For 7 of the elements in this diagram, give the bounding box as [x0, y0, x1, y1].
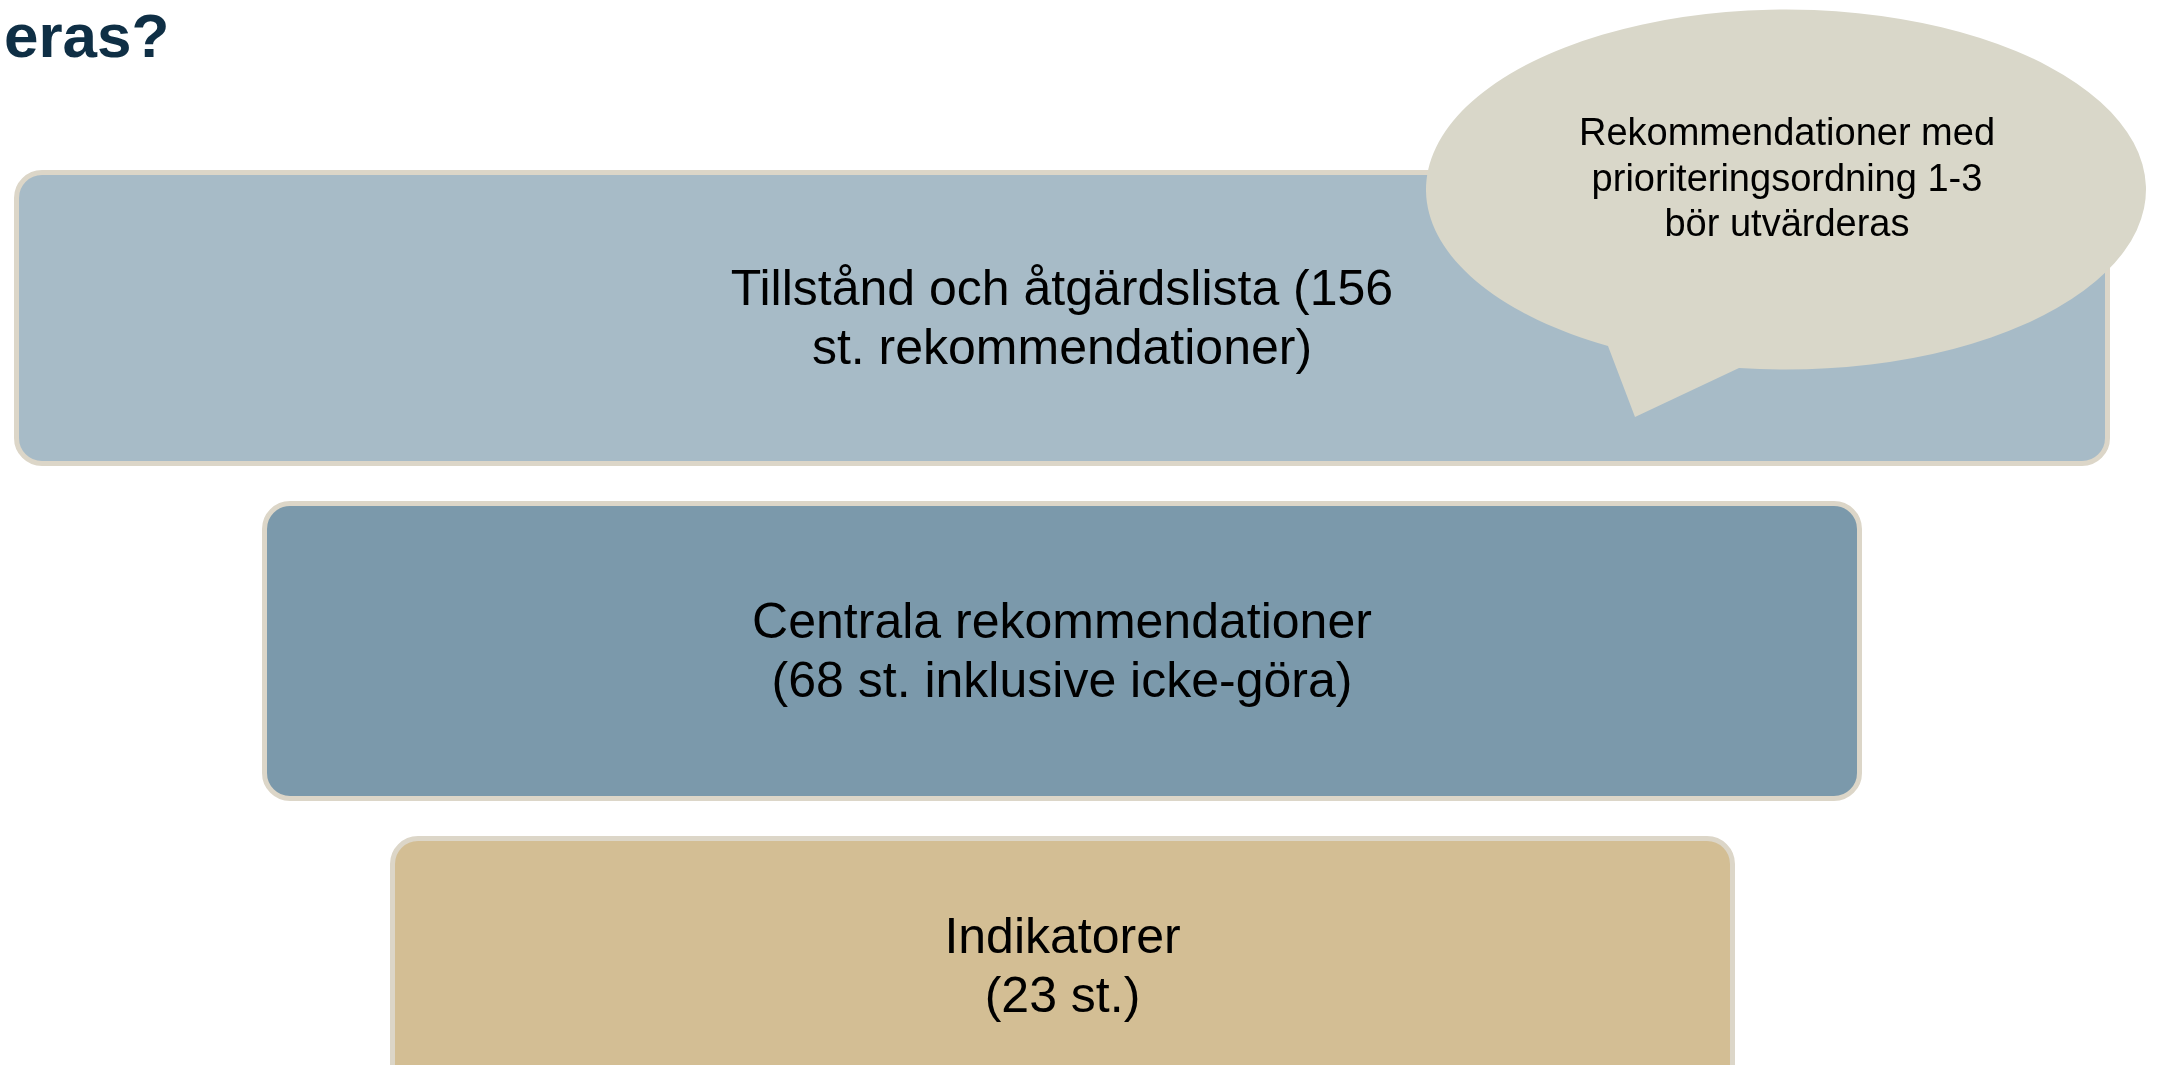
box-label: Tillstånd och åtgärdslista (156 st. rekommendationer) [729, 259, 1395, 377]
callout-text: Rekommendationer med prioriteringsordning 1-3 bör utvärderas [1577, 110, 1997, 247]
process-box [390, 836, 1735, 1065]
box-label: Indikatorer (23 st.) [943, 907, 1182, 1025]
box-label: Centrala rekommendationer (68 st. inklusive icke-göra) [751, 592, 1373, 710]
page-title: eras? [4, 0, 170, 71]
process-box [262, 501, 1862, 801]
